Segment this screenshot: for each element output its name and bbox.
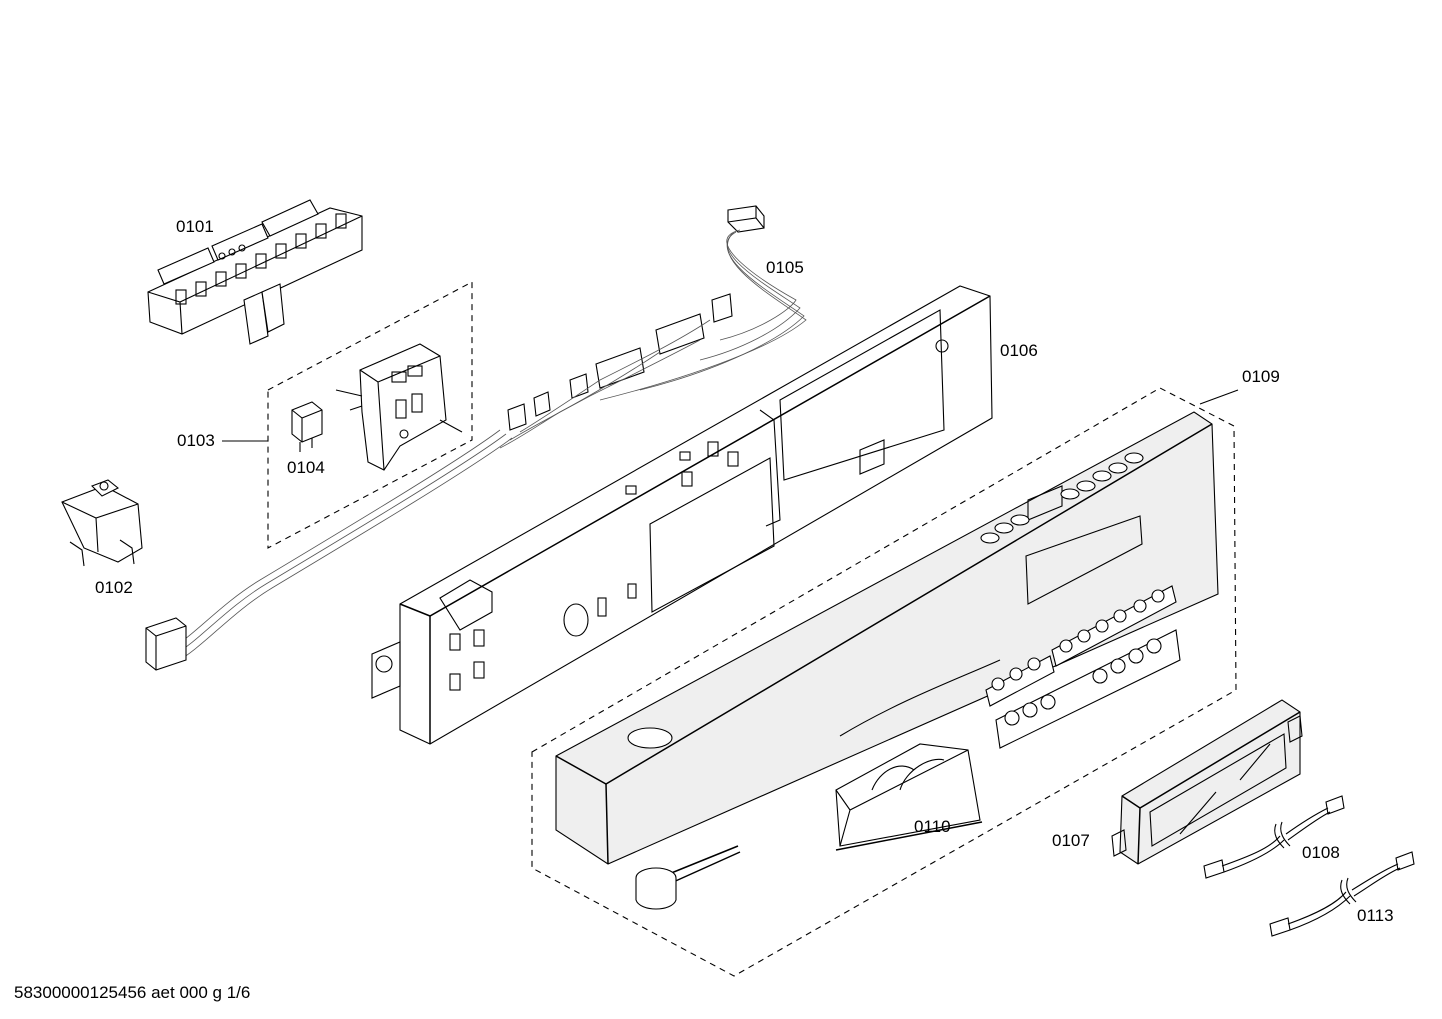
- part-0107-drawing: [1111, 699, 1303, 865]
- label-0113: 0113: [1357, 906, 1394, 925]
- label-0103: 0103: [177, 431, 215, 450]
- label-0102: 0102: [95, 578, 133, 597]
- part-0104-drawing: [291, 401, 323, 452]
- part-0109-group: [531, 387, 1239, 977]
- label-0106: 0106: [1000, 341, 1038, 360]
- part-0101-drawing: [147, 199, 363, 345]
- label-0108: 0108: [1302, 843, 1340, 862]
- part-0106-drawing: [371, 285, 993, 745]
- document-code: 58300000125456 aet 000 g 1/6: [14, 983, 250, 1002]
- part-0103-group: [222, 281, 473, 549]
- part-0108-drawing: [1203, 795, 1345, 879]
- label-0105: 0105: [766, 258, 804, 277]
- label-0101: 0101: [176, 217, 214, 236]
- label-0104: 0104: [287, 458, 325, 477]
- part-0110-drawing: [835, 743, 983, 851]
- part-0105-drawing: [145, 205, 807, 671]
- part-0113-drawing: [1269, 851, 1415, 937]
- label-0110: 0110: [914, 817, 951, 836]
- label-0109: 0109: [1242, 367, 1280, 386]
- part-0102-drawing: [61, 479, 143, 567]
- label-0107: 0107: [1052, 831, 1090, 850]
